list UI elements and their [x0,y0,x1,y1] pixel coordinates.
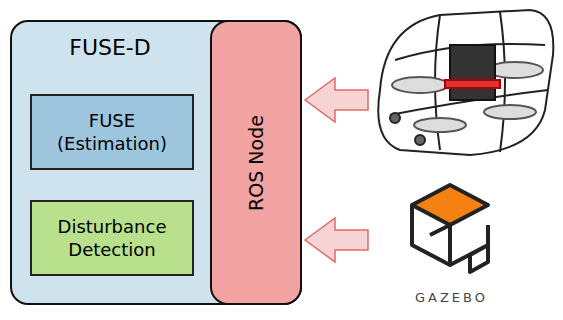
logo-text: GAZEBO [415,290,488,305]
box-label: FUSE (Estimation) [40,109,184,156]
input-arrow [305,78,368,122]
box-label: ROS Node [244,115,269,211]
interface-band: ROS Node [210,20,302,305]
process-box: Disturbance Detection [30,200,194,276]
gazebo-logo [412,185,488,272]
process-box: FUSE (Estimation) [30,94,194,170]
box-label: Disturbance Detection [40,215,184,262]
input-arrow [305,218,368,262]
system-box: FUSE-D FUSE (Estimation) Disturbance Detec… [10,20,302,305]
diagram-title: FUSE-D [12,34,208,63]
drone-photo [378,10,553,155]
